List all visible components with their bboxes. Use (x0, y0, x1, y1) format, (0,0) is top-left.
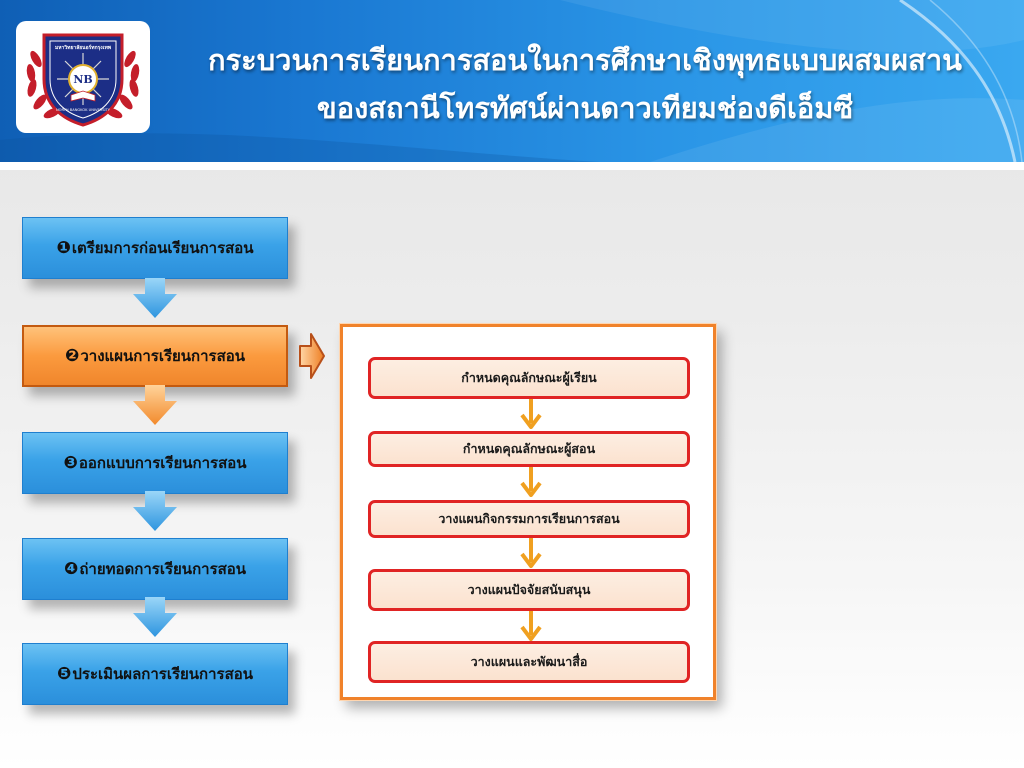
step-number-2: ❷ (64, 346, 80, 366)
logo-center-text: NB (73, 73, 92, 86)
down-arrow-icon (133, 597, 177, 637)
down-arrow-icon (520, 611, 542, 641)
university-logo: มหาวิทยาลัยนอร์ทกรุงเทพ NB NORTH BANGKOK… (16, 21, 150, 133)
down-arrow-icon (133, 491, 177, 531)
down-arrow-icon (520, 399, 542, 429)
logo-bottom-text: NORTH BANGKOK UNIVERSITY (56, 108, 111, 112)
step-number-1: ❶ (56, 238, 71, 258)
university-seal-icon: มหาวิทยาลัยนอร์ทกรุงเทพ NB NORTH BANGKOK… (26, 33, 140, 127)
step-label-2: วางแผนการเรียนการสอน (80, 347, 246, 365)
step-label-3: ออกแบบการเรียนการสอน (78, 454, 247, 472)
step-number-4: ❹ (63, 559, 79, 579)
sub-step-label-3: วางแผนกิจกรรมการเรียนการสอน (438, 511, 620, 526)
logo-top-text: มหาวิทยาลัยนอร์ทกรุงเทพ (55, 44, 112, 51)
sub-step-5[interactable]: วางแผนและพัฒนาสื่อ (368, 641, 690, 683)
page-title-line-1: กระบวนการเรียนการสอนในการศึกษาเชิงพุทธแบ… (208, 43, 962, 77)
sub-step-4[interactable]: วางแผนปัจจัยสนับสนุน (368, 569, 690, 611)
down-arrow-icon (133, 278, 177, 318)
header-swoosh-decoration (0, 0, 1024, 162)
sub-step-1[interactable]: กำหนดคุณลักษณะผู้เรียน (368, 357, 690, 399)
step-label-4: ถ่ายทอดการเรียนการสอน (79, 560, 247, 578)
sub-step-label-4: วางแผนปัจจัยสนับสนุน (467, 582, 591, 597)
step-number-5: ❺ (56, 664, 72, 684)
sub-step-2[interactable]: กำหนดคุณลักษณะผู้สอน (368, 431, 690, 467)
step-label-1: เตรียมการก่อนเรียนการสอน (71, 239, 254, 257)
sub-step-3[interactable]: วางแผนกิจกรรมการเรียนการสอน (368, 500, 690, 538)
right-arrow-icon (299, 333, 325, 379)
down-arrow-icon (133, 385, 177, 425)
step-label-5: ประเมินผลการเรียนการสอน (72, 665, 254, 683)
header-banner: มหาวิทยาลัยนอร์ทกรุงเทพ NB NORTH BANGKOK… (0, 0, 1024, 162)
header-divider (0, 162, 1024, 170)
planning-detail-panel: กำหนดคุณลักษณะผู้เรียน กำหนดคุณลักษณะผู้… (340, 324, 716, 700)
step-number-3: ❸ (63, 453, 78, 473)
page-title-line-2: ของสถานีโทรทัศน์ผ่านดาวเทียมช่องดีเอ็มซี (316, 91, 854, 125)
sub-step-label-2: กำหนดคุณลักษณะผู้สอน (462, 441, 596, 456)
down-arrow-icon (520, 467, 542, 497)
sub-step-label-1: กำหนดคุณลักษณะผู้เรียน (461, 370, 597, 385)
sub-step-label-5: วางแผนและพัฒนาสื่อ (470, 654, 588, 669)
down-arrow-icon (520, 538, 542, 568)
